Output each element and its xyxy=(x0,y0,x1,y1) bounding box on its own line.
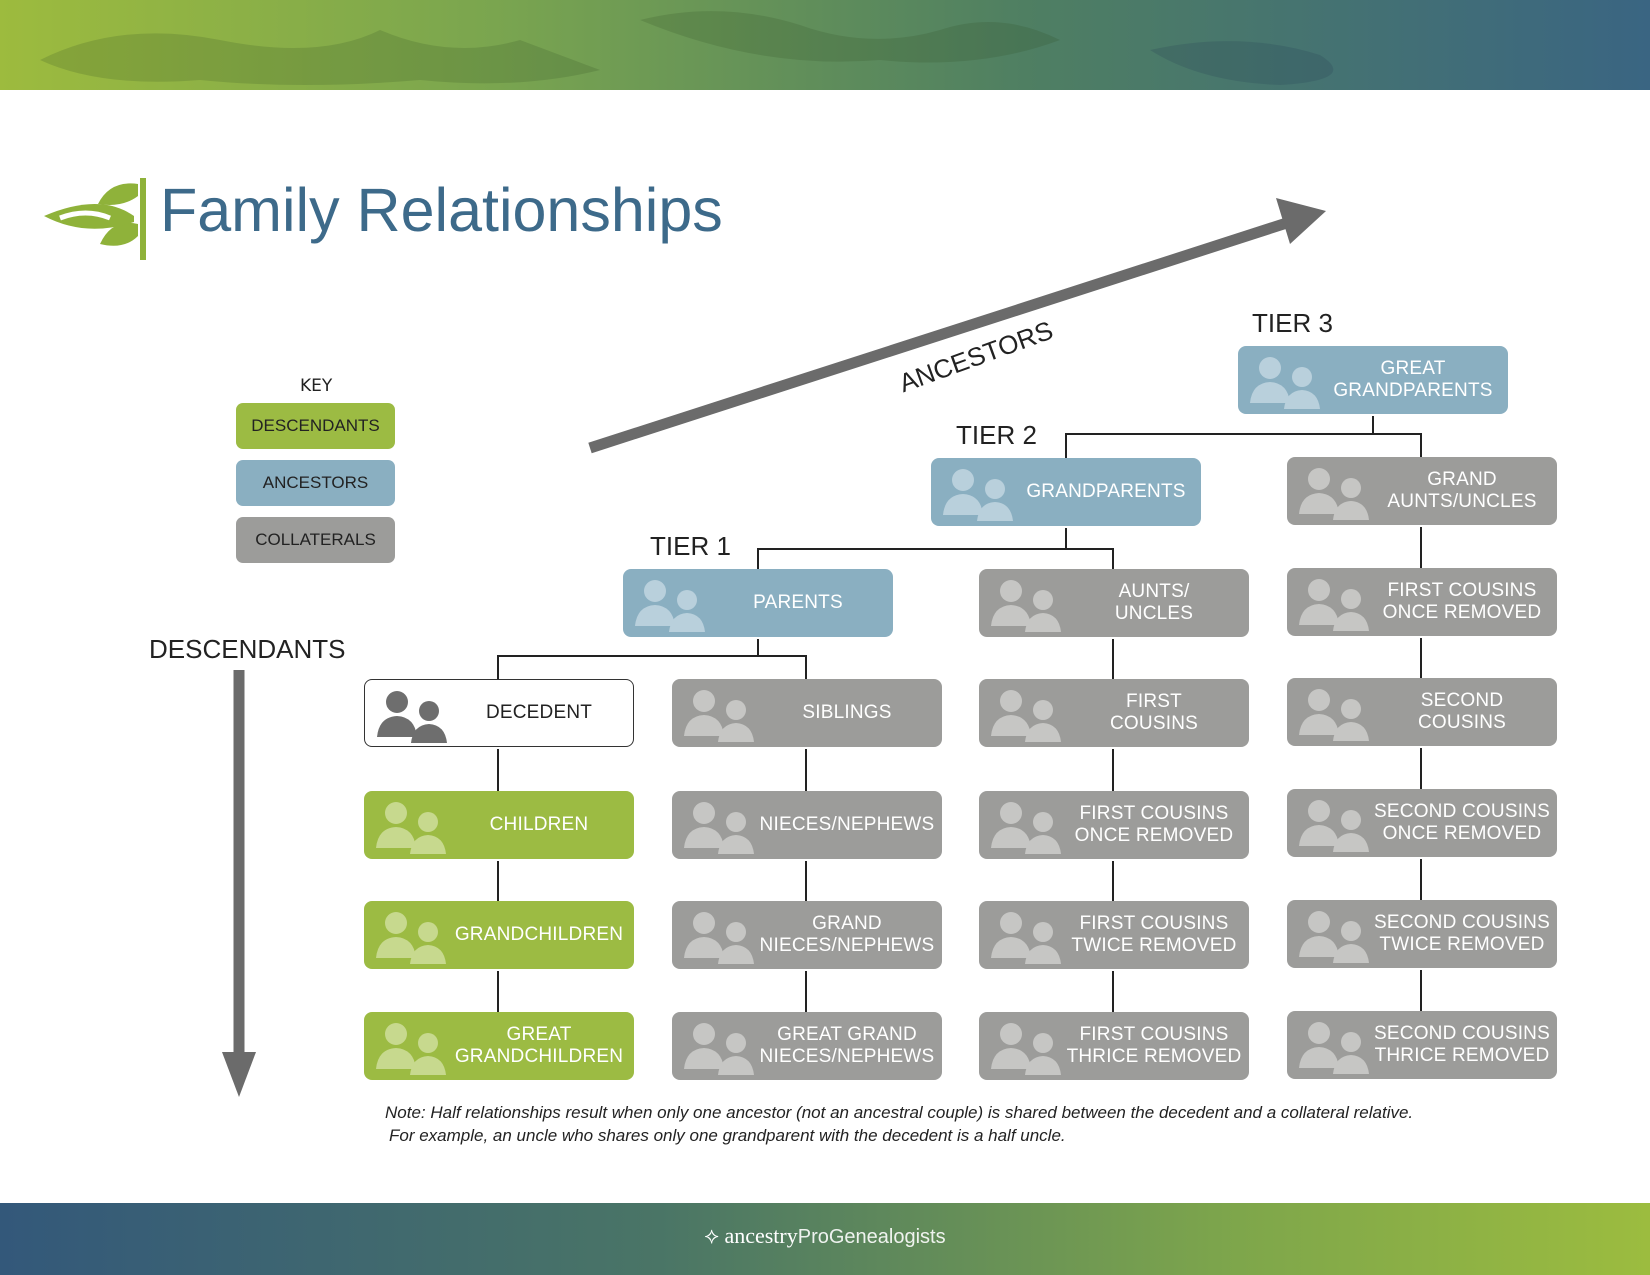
ancestors-arrow-head xyxy=(1276,198,1326,244)
footer-logo: ⟡ ancestryProGenealogists xyxy=(0,1223,1650,1249)
node-label: AUNTS/ UNCLES xyxy=(1114,581,1194,624)
key-ancestors: ANCESTORS xyxy=(236,460,395,506)
node-siblings: SIBLINGS xyxy=(672,679,942,747)
bottom-banner xyxy=(0,1203,1650,1275)
node-label: SIBLINGS xyxy=(802,702,892,723)
footer-product: ProGenealogists xyxy=(797,1226,946,1248)
node-label: PARENTS xyxy=(753,592,843,613)
node-label: SECOND COUSINS TWICE REMOVED xyxy=(1374,912,1550,955)
node-second-cousins: SECOND COUSINS xyxy=(1287,678,1557,746)
node-parents: PARENTS xyxy=(623,569,893,637)
node-grandchildren: GRANDCHILDREN xyxy=(364,901,634,969)
node-label: GRAND NIECES/NEPHEWS xyxy=(759,913,935,956)
person-pair-icon xyxy=(1299,689,1369,741)
node-first-cousins-once-removed: FIRST COUSINS ONCE REMOVED xyxy=(979,791,1249,859)
key-title: KEY xyxy=(300,376,333,396)
node-second-cousins-once-removed: SECOND COUSINS ONCE REMOVED xyxy=(1287,789,1557,857)
node-great-grandparents: GREAT GRANDPARENTS xyxy=(1238,346,1508,414)
person-pair-icon xyxy=(1299,1022,1369,1074)
key-collaterals: COLLATERALS xyxy=(236,517,395,563)
descendants-arrow-head xyxy=(222,1052,256,1097)
ancestry-leaf-logo-icon xyxy=(44,178,146,260)
leaf-icon: ⟡ xyxy=(704,1223,719,1248)
footnote: Note: Half relationships result when onl… xyxy=(385,1101,1413,1147)
node-label: FIRST COUSINS THRICE REMOVED xyxy=(1066,1024,1242,1067)
node-grand-nieces-nephews: GRAND NIECES/NEPHEWS xyxy=(672,901,942,969)
node-first-cousins-once-removed-tier3: FIRST COUSINS ONCE REMOVED xyxy=(1287,568,1557,636)
descendants-axis-label: DESCENDANTS xyxy=(149,634,346,664)
node-children: CHILDREN xyxy=(364,791,634,859)
person-pair-icon xyxy=(376,912,446,964)
node-label: FIRST COUSINS xyxy=(1110,691,1198,734)
node-nieces-nephews: NIECES/NEPHEWS xyxy=(672,791,942,859)
node-label: NIECES/NEPHEWS xyxy=(759,814,935,835)
node-label: DECEDENT xyxy=(485,702,593,723)
node-label: CHILDREN xyxy=(489,814,589,835)
person-pair-icon xyxy=(1250,357,1320,409)
node-label: FIRST COUSINS ONCE REMOVED xyxy=(1074,803,1234,846)
person-pair-icon xyxy=(1299,800,1369,852)
person-pair-icon xyxy=(684,802,754,854)
person-pair-icon xyxy=(943,469,1013,521)
node-second-cousins-twice-removed: SECOND COUSINS TWICE REMOVED xyxy=(1287,900,1557,968)
key-descendants: DESCENDANTS xyxy=(236,403,395,449)
tree-lines xyxy=(497,416,1422,1012)
person-pair-icon xyxy=(1299,579,1369,631)
node-first-cousins-twice-removed: FIRST COUSINS TWICE REMOVED xyxy=(979,901,1249,969)
footnote-line-2: For example, an uncle who shares only on… xyxy=(389,1126,1066,1145)
person-pair-icon xyxy=(991,690,1061,742)
node-label: SECOND COUSINS THRICE REMOVED xyxy=(1374,1023,1550,1066)
person-pair-icon xyxy=(1299,911,1369,963)
tier-3-label: TIER 3 xyxy=(1252,308,1333,338)
node-aunts-uncles: AUNTS/ UNCLES xyxy=(979,569,1249,637)
node-first-cousins-thrice-removed: FIRST COUSINS THRICE REMOVED xyxy=(979,1012,1249,1080)
node-label: FIRST COUSINS ONCE REMOVED xyxy=(1382,580,1542,623)
person-pair-icon xyxy=(1299,468,1369,520)
top-banner xyxy=(0,0,1650,90)
node-label: SECOND COUSINS xyxy=(1418,690,1506,733)
node-grand-aunts-uncles: GRAND AUNTS/UNCLES xyxy=(1287,457,1557,525)
person-pair-icon xyxy=(635,580,705,632)
person-pair-icon xyxy=(376,1023,446,1075)
node-label: GRANDCHILDREN xyxy=(454,924,624,945)
page-title: Family Relationships xyxy=(160,176,723,244)
footnote-line-1: Note: Half relationships result when onl… xyxy=(385,1103,1414,1122)
tier-2-label: TIER 2 xyxy=(956,420,1037,450)
node-label: GRAND AUNTS/UNCLES xyxy=(1387,469,1537,512)
node-label: GREAT GRANDPARENTS xyxy=(1333,358,1493,401)
tier-1-label: TIER 1 xyxy=(650,531,731,561)
footer-brand: ancestry xyxy=(724,1223,798,1248)
node-second-cousins-thrice-removed: SECOND COUSINS THRICE REMOVED xyxy=(1287,1011,1557,1079)
person-pair-icon xyxy=(684,1023,754,1075)
node-label: FIRST COUSINS TWICE REMOVED xyxy=(1071,913,1237,956)
person-pair-icon xyxy=(684,912,754,964)
node-label: GREAT GRAND NIECES/NEPHEWS xyxy=(759,1024,935,1067)
node-label: GRANDPARENTS xyxy=(1026,481,1186,502)
person-pair-icon xyxy=(684,690,754,742)
ancestors-arrow-shaft xyxy=(588,214,1298,454)
person-pair-icon xyxy=(376,802,446,854)
node-grandparents: GRANDPARENTS xyxy=(931,458,1201,526)
person-pair-icon xyxy=(991,580,1061,632)
person-pair-icon xyxy=(991,1023,1061,1075)
node-label: SECOND COUSINS ONCE REMOVED xyxy=(1374,801,1550,844)
person-pair-icon xyxy=(377,691,447,743)
person-pair-icon xyxy=(991,802,1061,854)
node-great-grand-nieces-nephews: GREAT GRAND NIECES/NEPHEWS xyxy=(672,1012,942,1080)
node-decedent: DECEDENT xyxy=(364,679,634,747)
node-label: GREAT GRANDCHILDREN xyxy=(454,1024,624,1067)
node-great-grandchildren: GREAT GRANDCHILDREN xyxy=(364,1012,634,1080)
person-pair-icon xyxy=(991,912,1061,964)
node-first-cousins: FIRST COUSINS xyxy=(979,679,1249,747)
